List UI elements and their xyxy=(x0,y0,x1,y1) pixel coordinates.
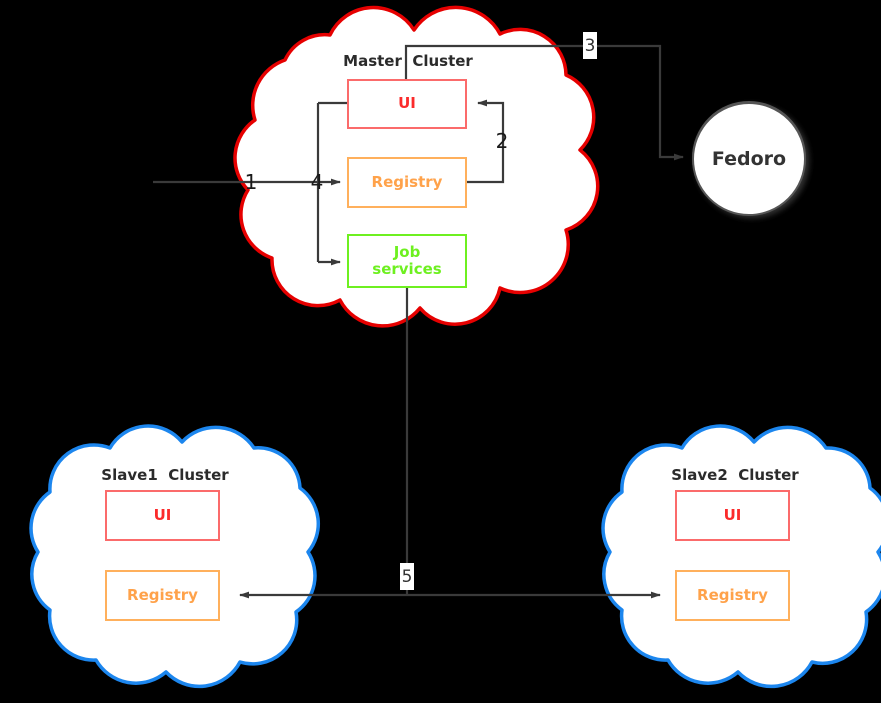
edge-label-5: 5 xyxy=(400,563,414,590)
fedoro-label: Fedoro xyxy=(711,148,787,170)
master-registry-box[interactable]: Registry xyxy=(347,157,467,208)
master-ui-box[interactable]: UI xyxy=(347,79,467,129)
slave2-ui-label: UI xyxy=(723,505,742,524)
edge-label-4: 4 xyxy=(310,170,324,194)
connector-lines xyxy=(153,44,684,599)
master-cluster-title: Master Cluster xyxy=(343,52,473,70)
slave2-registry-label: Registry xyxy=(697,585,768,604)
edge-2-registry-to-ui xyxy=(467,99,505,184)
edge-label-3: 3 xyxy=(583,32,597,59)
master-ui-label: UI xyxy=(398,94,416,113)
master-job-services-box[interactable]: Job services xyxy=(347,234,467,288)
edge-label-2: 2 xyxy=(495,129,509,153)
fedoro-node[interactable]: Fedoro xyxy=(692,102,806,216)
slave1-registry-label: Registry xyxy=(127,585,198,604)
master-registry-label: Registry xyxy=(371,172,443,191)
edge-label-1: 1 xyxy=(244,170,258,194)
slave1-registry-box[interactable]: Registry xyxy=(105,570,220,621)
slave1-ui-label: UI xyxy=(153,505,172,524)
slave1-cluster-cloud xyxy=(29,424,321,689)
slave2-cluster-title: Slave2 Cluster xyxy=(671,466,799,484)
master-job-services-label-line1: Job xyxy=(393,242,421,261)
slave1-cluster-title: Slave1 Cluster xyxy=(101,466,229,484)
slave2-cluster-cloud xyxy=(601,424,881,689)
slave1-ui-box[interactable]: UI xyxy=(105,490,220,541)
slave2-ui-box[interactable]: UI xyxy=(675,490,790,541)
master-job-services-label-line2: services xyxy=(372,260,442,278)
slave2-registry-box[interactable]: Registry xyxy=(675,570,790,621)
edge-3-ui-to-fedoro xyxy=(404,44,684,161)
